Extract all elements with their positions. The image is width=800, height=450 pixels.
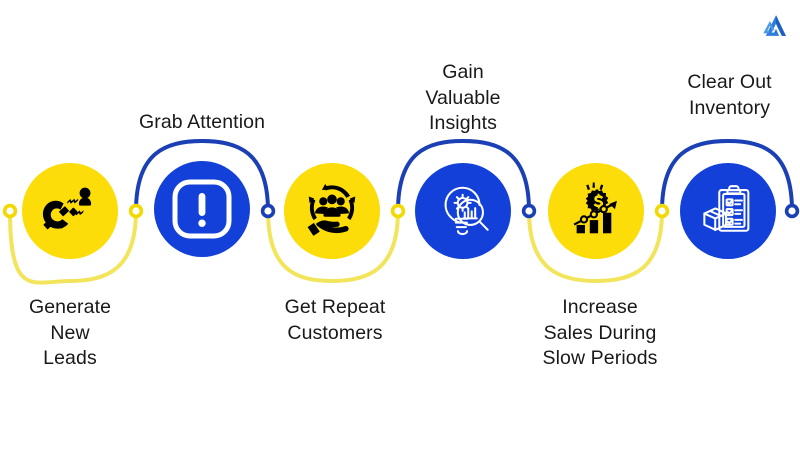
lightbulb-gear-magnifier-insights-icon [444, 186, 489, 236]
step-node-2-grab-attention[interactable] [154, 161, 250, 257]
step-label-6: Clear Out Inventory [687, 71, 772, 119]
magnet-lead-icon [42, 187, 92, 230]
repeat-customers-hand-icon [307, 183, 356, 236]
step-label-3: Get Repeat Customers [284, 296, 386, 344]
connector-ring-node-yellow-5 [654, 203, 670, 219]
step-node-6-clear-out-inventory[interactable] [680, 163, 776, 259]
connector-ring-node-yellow-0 [2, 203, 18, 219]
step-node-1-generate-new-leads[interactable] [22, 163, 118, 259]
sales-growth-chart-dollar-icon [573, 182, 617, 234]
connector-ring-node-blue-4 [521, 203, 537, 219]
connector-ring-node-yellow-1 [128, 203, 144, 219]
step-node-3-get-repeat-customers[interactable] [284, 163, 380, 259]
step-label-1: Generate New Leads [28, 296, 112, 370]
step-label-5: Increase Sales During Slow Periods [542, 296, 658, 370]
connector-ring-node-yellow-3 [390, 203, 406, 219]
step-label-4: Gain Valuable Insights [425, 61, 501, 135]
step-label-2: Grab Attention [138, 111, 266, 133]
connector-ring-node-blue-2 [260, 203, 276, 219]
mountain-m-logo-icon [758, 8, 794, 44]
exclamation-alert-icon [172, 179, 232, 239]
connector-ring-node-blue-6 [784, 203, 800, 219]
clipboard-checklist-box-inventory-icon [703, 185, 750, 232]
step-node-4-gain-valuable-insights[interactable] [415, 163, 511, 259]
step-node-5-increase-sales-slow-periods[interactable] [548, 163, 644, 259]
